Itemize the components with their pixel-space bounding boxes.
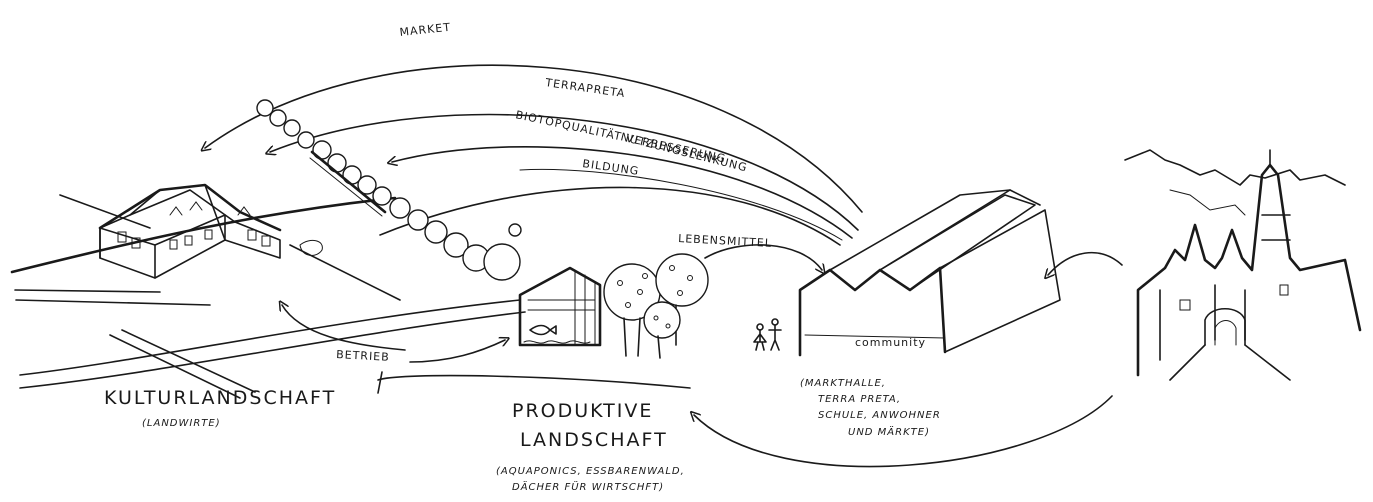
kulturlandschaft-title: KULTURLANDSCHAFT xyxy=(104,387,336,409)
field-line-1 xyxy=(59,194,151,229)
community-list-line2: TERRA PRETA, xyxy=(818,394,901,405)
road-line-4 xyxy=(121,329,256,393)
betrieb-flow-arrow xyxy=(282,305,406,351)
ground-line-bottom-2 xyxy=(377,371,383,394)
produktive-to-kultur-arrow xyxy=(409,340,505,363)
biotop-flow-arrow xyxy=(392,145,853,239)
tree-row-icon xyxy=(256,99,522,281)
castle-town-icon xyxy=(1124,149,1362,381)
road-line-1 xyxy=(19,299,521,376)
terra-preta-flow-arrow xyxy=(270,113,859,231)
community-list-line1: (MARKTHALLE, xyxy=(800,378,886,389)
community-list-line4: UND MÄRKTE) xyxy=(848,425,930,438)
lebensmittel-flow-label: LEBENSMITTEL xyxy=(678,232,772,250)
market-flow-label: MARKET xyxy=(399,21,452,39)
people-icon xyxy=(753,318,782,351)
community-building-label: community xyxy=(855,336,926,349)
bildung-flow-line xyxy=(379,186,841,246)
food-forest-icon xyxy=(603,253,709,359)
hill-ridge-line xyxy=(10,196,397,274)
betrieb-flow-label: BETRIEB xyxy=(336,348,390,364)
produktive-subtitle-line2: DÄCHER FÜR WIRTSCHFT) xyxy=(512,480,664,493)
produktive-title-line2: LANDSCHAFT xyxy=(520,429,668,451)
terra-preta-flow-label: TERRAPRETA xyxy=(544,76,627,100)
produktive-subtitle-line1: (AQUAPONICS, ESSBARENWALD, xyxy=(496,466,685,477)
community-list-line3: SCHULE, ANWOHNER xyxy=(818,410,941,421)
ground-line-bottom xyxy=(377,374,691,389)
bottom-return-arrow xyxy=(694,395,1113,468)
nutzung-flow-line xyxy=(519,168,843,241)
lebensmittel-flow-arrow xyxy=(704,244,822,270)
community-hall-icon: community xyxy=(798,189,1061,357)
road-line-3 xyxy=(109,334,241,399)
produktive-title-line1: PRODUKTIVE xyxy=(512,400,653,422)
field-line-4 xyxy=(289,244,401,301)
market-flow-arrow xyxy=(205,64,863,213)
road-line-2 xyxy=(19,311,526,389)
farmhouse-icon xyxy=(98,183,323,279)
field-line-2 xyxy=(14,289,161,293)
field-line-3 xyxy=(15,299,211,306)
aquaponics-greenhouse-icon xyxy=(518,266,602,347)
bildung-flow-label: BILDUNG xyxy=(582,157,640,178)
castle-to-community-arrow xyxy=(1048,251,1123,275)
kulturlandschaft-subtitle: (LANDWIRTE) xyxy=(142,418,221,429)
